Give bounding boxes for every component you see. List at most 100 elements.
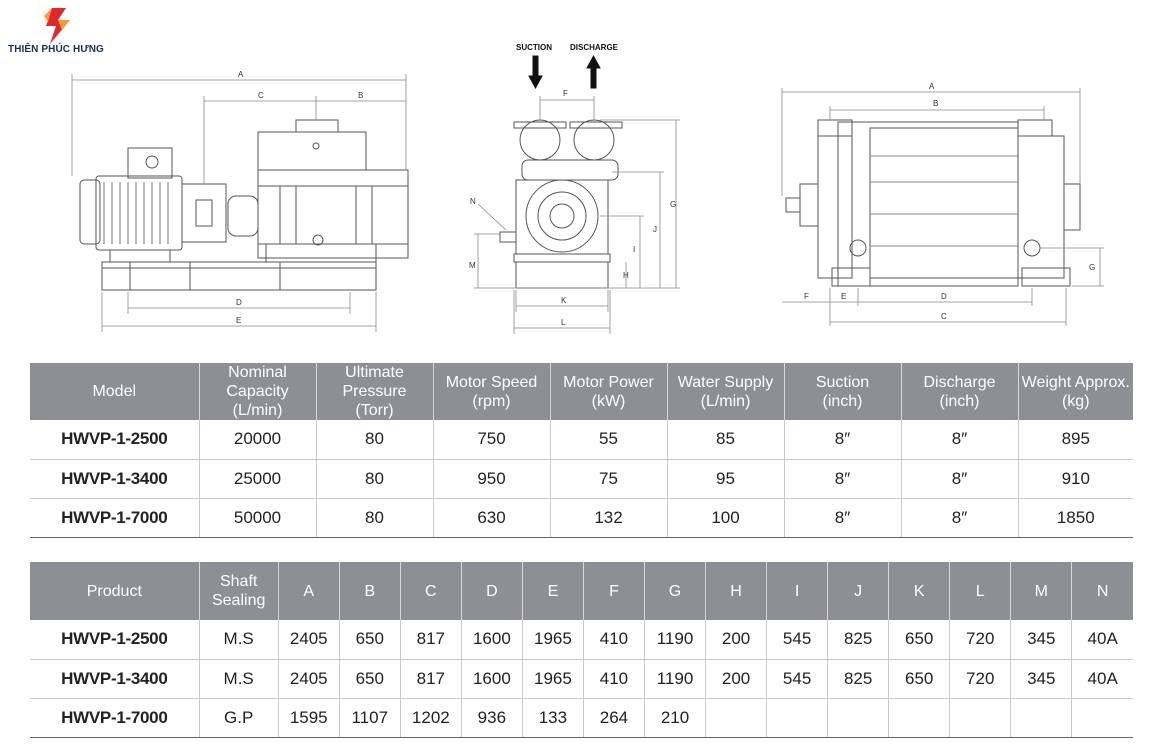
spec-value-cell: 8″ [901,498,1019,538]
dimension-value-cell: 40A [1071,659,1133,699]
dimension-value-cell: 825 [827,620,890,660]
dimension-header-cell: I [766,562,829,620]
front-dim-f: F [563,89,568,98]
dimension-header-cell: K [888,562,951,620]
spec-value-cell: 75 [550,459,668,499]
dimension-header-cell: L [949,562,1012,620]
dimension-header-cell: E [522,562,584,620]
spec-value-cell: 132 [550,498,668,538]
dimension-value-cell: 1600 [461,620,523,660]
front-dim-m: M [469,261,476,270]
dimension-value-cell: 650 [339,659,401,699]
dimension-header-cell: N [1071,562,1133,620]
dimension-value-cell: 545 [766,659,829,699]
dimension-header-cell: D [461,562,523,620]
dimension-value-cell: 720 [949,659,1012,699]
company-name: THIÊN PHÚC HƯNG [8,44,104,55]
technical-drawings: SUCTION DISCHARGE A C B D E F G J I H M … [0,0,1162,345]
dimension-value-cell [1010,698,1073,738]
right-dim-g: G [1089,263,1095,272]
side-view-drawing [71,74,409,332]
logo-mark-icon [44,8,70,44]
spec-value-cell: 85 [667,420,785,460]
spec-value-cell: 950 [433,459,551,499]
dimension-value-cell [888,698,951,738]
side-dim-d: D [236,298,242,307]
dimension-value-cell: M.S [199,620,279,660]
spec-header-water: Water Supply(L/min) [667,363,785,420]
side-dim-b: B [358,91,363,100]
spec-value-cell: 1850 [1018,498,1133,538]
right-dim-b: B [933,99,938,108]
dimension-value-cell: 545 [766,620,829,660]
dimension-value-cell [949,698,1012,738]
spec-value-cell: 100 [667,498,785,538]
front-dim-h: H [623,271,629,280]
company-logo: THIÊN PHÚC HƯNG [8,6,108,60]
spec-value-cell: 8″ [784,459,902,499]
specification-table: Model Nominal Capacity(L/min) Ultimate P… [30,363,1133,538]
dimension-value-cell [1071,698,1133,738]
front-view-drawing [474,54,680,334]
spec-header-capacity: Nominal Capacity(L/min) [199,363,317,420]
dimension-header-cell: H [705,562,768,620]
dimension-value-cell [827,698,890,738]
spec-value-cell: 25000 [199,459,317,499]
front-dim-l: L [561,318,566,327]
dimension-value-cell: 2405 [278,659,340,699]
right-dim-d: D [941,292,947,301]
dimension-value-cell [766,698,829,738]
spec-value-cell: 910 [1018,459,1133,499]
dimension-value-cell: 817 [400,620,462,660]
dimension-value-cell: 825 [827,659,890,699]
pump-drawings-svg: SUCTION DISCHARGE A C B D E F G J I H M … [71,43,1104,334]
spec-header-weight: Weight Approx.(kg) [1018,363,1133,420]
dimension-value-cell: 1190 [644,620,707,660]
spec-value-cell: 8″ [784,420,902,460]
right-dim-c: C [941,312,947,321]
spec-header-speed: Motor Speed(rpm) [433,363,551,420]
dimension-value-cell: 1965 [522,620,584,660]
front-dim-g: G [670,200,676,209]
side-dim-a: A [238,70,244,79]
dimension-value-cell: 936 [461,698,523,738]
dimension-value-cell: 650 [888,659,951,699]
dimension-value-cell: 650 [888,620,951,660]
spec-value-cell: 80 [316,459,434,499]
spec-value-cell: 750 [433,420,551,460]
right-dim-f: F [804,292,809,301]
dimension-value-cell: 264 [583,698,645,738]
right-view-drawing [781,88,1104,326]
dimension-value-cell: 410 [583,620,645,660]
spec-value-cell: 630 [433,498,551,538]
dimension-product-cell: HWVP-1-2500 [30,620,200,660]
dimension-product-cell: HWVP-1-7000 [30,698,200,738]
front-dim-k: K [561,296,567,305]
right-dim-a: A [929,82,935,91]
spec-value-cell: 20000 [199,420,317,460]
spec-header-discharge: Discharge(inch) [901,363,1019,420]
dimension-value-cell: 1600 [461,659,523,699]
dimension-value-cell: 40A [1071,620,1133,660]
spec-model-cell: HWVP-1-3400 [30,459,200,499]
dimension-value-cell: 410 [583,659,645,699]
spec-value-cell: 80 [316,498,434,538]
dimension-value-cell: 345 [1010,659,1073,699]
dimension-value-cell: 2405 [278,620,340,660]
right-dim-e: E [841,292,846,301]
dimension-value-cell: 200 [705,659,768,699]
dimension-header-cell: J [827,562,890,620]
dimension-value-cell: 133 [522,698,584,738]
spec-header-row: Model Nominal Capacity(L/min) Ultimate P… [30,363,1133,420]
spec-value-cell: 8″ [901,459,1019,499]
front-dim-i: I [633,245,635,254]
spec-header-suction: Suction(inch) [784,363,902,420]
spec-value-cell: 8″ [901,420,1019,460]
spec-header-pressure: Ultimate Pressure(Torr) [316,363,434,420]
